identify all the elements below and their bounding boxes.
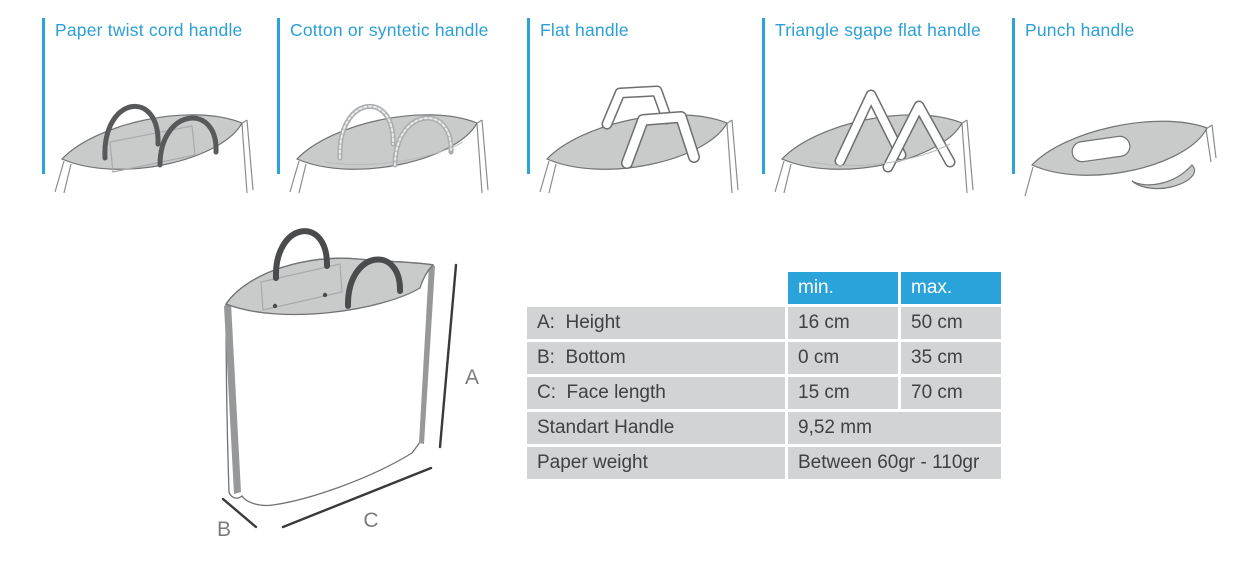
dim-label-b: B [217,518,231,541]
bag-left-edge [54,160,65,193]
table-row-standard-handle: Standart Handle 9,52 mm [527,412,1001,444]
row-label: Paper weight [527,447,785,479]
fold-line [809,143,951,167]
twist-handles [272,228,404,309]
handle-type-panel-flat: Flat handle [527,14,759,200]
panel-accent-bar [277,18,280,174]
row-label: A: Height [527,307,785,339]
punch-flap [1131,164,1196,190]
handle-patch [109,125,196,173]
right-gusset [419,265,435,444]
handle-type-panel-paper-twist: Paper twist cord handle [42,14,274,200]
table-row-face-length: C: Face length 15 cm 70 cm [527,377,1001,409]
handle-attach-dot [322,292,328,298]
table-header-row: min. max. [527,272,1001,304]
cotton-handles [337,103,454,168]
handle-type-panel-triangle: Triangle sgape flat handle [762,14,1010,200]
cell-min: 16 cm [788,307,898,339]
flat-handles [601,85,700,169]
triangle-handles [834,89,956,173]
row-label: B: Bottom [527,342,785,374]
paper-twist-cord-handle-illustration [54,103,254,194]
cotton-handle-illustration [289,103,489,194]
fold-line [324,141,464,166]
handle-type-panel-punch: Punch handle [1012,14,1242,200]
panel-accent-bar [42,18,45,174]
dim-line-b [221,497,258,529]
panel-accent-bar [762,18,765,174]
dim-label-a: A [465,366,479,389]
triangle-flat-handle-illustration [774,89,974,194]
handle-type-panel-cotton: Cotton or syntetic handle [277,14,525,200]
panel-accent-bar [527,18,530,174]
table-row-height: A: Height 16 cm 50 cm [527,307,1001,339]
bag-opening [780,114,963,170]
handle-type-label: Flat handle [540,20,629,40]
cell-value: Between 60gr - 110gr [788,447,1001,479]
dim-label-c: C [363,509,378,532]
flat-handle-illustration [539,85,739,194]
table-row-bottom: B: Bottom 0 cm 35 cm [527,342,1001,374]
dim-line-a [438,263,458,449]
row-label: Standart Handle [527,412,785,444]
cell-max: 35 cm [901,342,1001,374]
cell-max: 70 cm [901,377,1001,409]
punch-handle-illustration [1024,120,1217,197]
handle-type-label: Paper twist cord handle [55,20,243,40]
handle-type-label: Punch handle [1025,20,1135,40]
bag-right-edge [240,119,254,194]
dim-line-c [281,466,433,529]
table-row-paper-weight: Paper weight Between 60gr - 110gr [527,447,1001,479]
handle-type-label: Triangle sgape flat handle [775,20,981,40]
punch-hole [1071,135,1131,163]
left-gusset [224,303,241,494]
panel-accent-bar [1012,18,1015,174]
spec-table: min. max. A: Height 16 cm 50 cm B: Botto… [524,269,1004,482]
dimension-lines [221,263,458,529]
twist-handle-rear [157,115,219,168]
cell-value: 9,52 mm [788,412,1001,444]
cell-min: 0 cm [788,342,898,374]
col-header-min: min. [788,272,898,304]
bag-dimension-diagram: A B C [217,228,479,541]
col-header-max: max. [901,272,1001,304]
handle-type-label: Cotton or syntetic handle [290,20,489,40]
cell-min: 15 cm [788,377,898,409]
row-label: C: Face length [527,377,785,409]
handle-patch [260,263,343,311]
cell-max: 50 cm [901,307,1001,339]
twist-handle-front [102,103,161,161]
handle-attach-dot [272,303,278,309]
header-blank-cell [527,272,785,304]
